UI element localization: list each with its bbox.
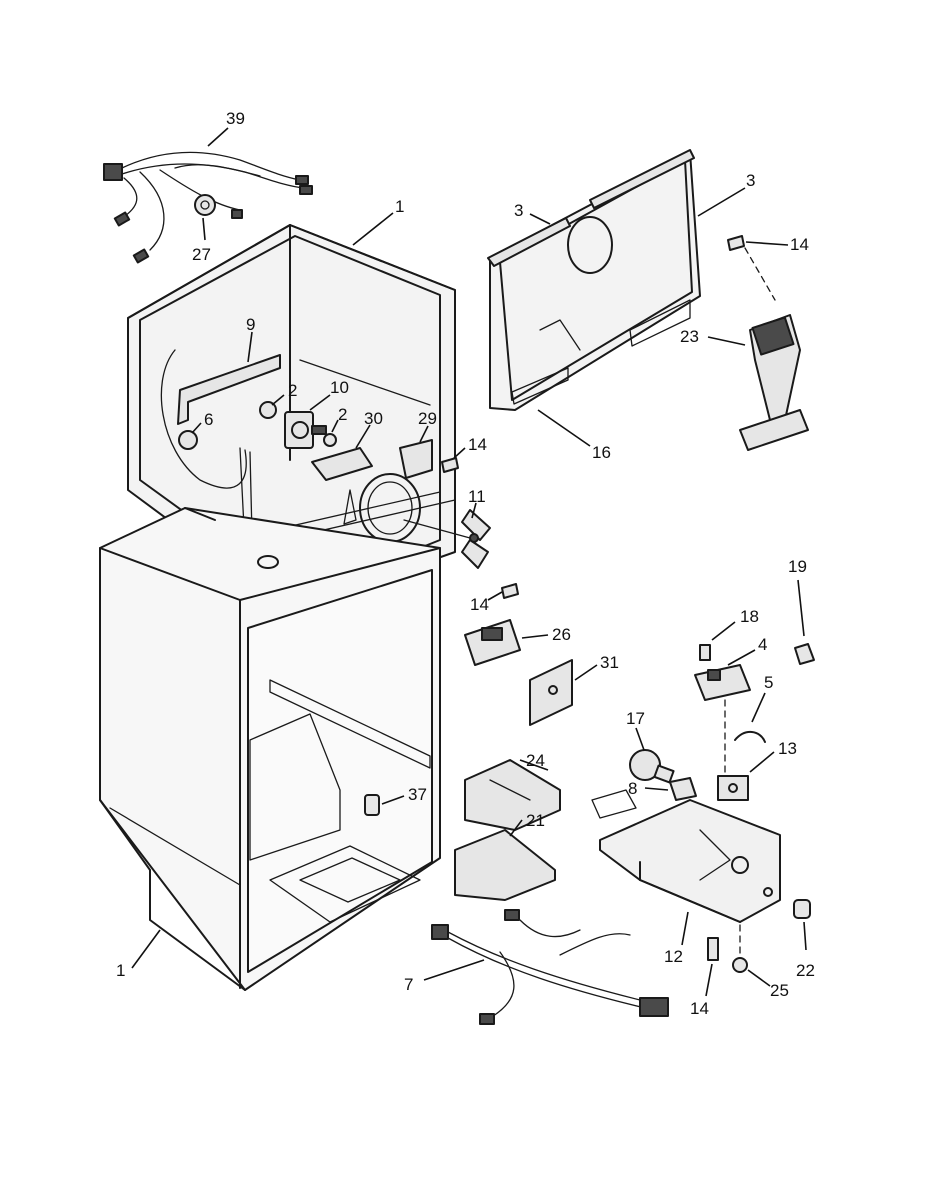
duct-part-24	[464, 759, 561, 831]
callout-labels: 39 27 1 9 2 10 6 2 30 29 14 11 14 3 3 14…	[116, 109, 815, 1018]
refrigerator-liner	[99, 507, 441, 991]
callout-24: 24	[526, 751, 545, 770]
screw-part-2a	[259, 401, 277, 419]
socket-part-8	[669, 777, 697, 801]
callout-14-a: 14	[468, 435, 487, 454]
callout-18: 18	[740, 607, 759, 626]
screw-part-2b	[323, 433, 337, 447]
callout-11: 11	[468, 487, 486, 506]
screw-part-14d	[707, 937, 719, 961]
nut-part-25	[732, 957, 748, 973]
callout-37: 37	[408, 785, 427, 804]
plate-part-31	[529, 659, 573, 726]
callout-23: 23	[680, 327, 699, 346]
wire-harness-upper	[103, 151, 313, 264]
callout-2-b: 2	[338, 405, 347, 424]
switch-part-4	[694, 664, 751, 701]
air-duct-part-23	[739, 247, 809, 451]
clip-part-19	[794, 643, 815, 665]
screw-part-14b	[501, 583, 519, 599]
callout-6: 6	[204, 410, 213, 429]
screw-part-14a	[441, 457, 459, 473]
leader-lines	[131, 127, 807, 997]
wire-harness-lower	[431, 909, 669, 1025]
callout-14-d: 14	[690, 999, 709, 1018]
callout-10: 10	[330, 378, 349, 397]
thermostat-part-13	[717, 775, 749, 801]
knob-part-6	[178, 430, 198, 450]
callout-30: 30	[364, 409, 383, 428]
callout-27: 27	[192, 245, 211, 264]
callout-26: 26	[552, 625, 571, 644]
callout-2-a: 2	[288, 381, 297, 400]
callout-19: 19	[788, 557, 807, 576]
callout-16: 16	[592, 443, 611, 462]
bracket-part-26	[464, 619, 521, 666]
light-bulb-part-17	[629, 749, 675, 784]
screw-part-18	[699, 644, 711, 661]
bracket-part-30	[311, 447, 373, 481]
callout-14-c: 14	[790, 235, 809, 254]
callout-3-a: 3	[514, 201, 523, 220]
plug-part-37	[364, 794, 380, 816]
bracket-part-29	[399, 439, 433, 479]
gasket-part-3a	[487, 217, 571, 267]
callout-7: 7	[404, 975, 413, 994]
callout-25: 25	[770, 981, 789, 1000]
callout-12: 12	[664, 947, 683, 966]
fan-blade-part-11	[403, 509, 491, 569]
callout-29: 29	[418, 409, 437, 428]
clip-part-5	[734, 731, 766, 743]
callout-5: 5	[764, 673, 773, 692]
callout-13: 13	[778, 739, 797, 758]
control-part-10	[284, 411, 327, 449]
callout-1-cabinet: 1	[116, 961, 125, 980]
callout-31: 31	[600, 653, 619, 672]
callout-9: 9	[246, 315, 255, 334]
callout-17: 17	[626, 709, 645, 728]
knob-part-22	[793, 899, 811, 919]
gasket-part-3b	[589, 149, 695, 209]
callout-1-freezer: 1	[395, 197, 404, 216]
screw-part-14c	[727, 235, 745, 251]
callout-21: 21	[526, 811, 545, 830]
callout-3-b: 3	[746, 171, 755, 190]
callout-4: 4	[758, 635, 767, 654]
callout-39: 39	[226, 109, 245, 128]
callout-14-b: 14	[470, 595, 489, 614]
callout-22: 22	[796, 961, 815, 980]
control-housing-part-12	[591, 699, 781, 961]
callout-8: 8	[628, 779, 637, 798]
evaporator-cover-panel	[489, 151, 701, 411]
mounting-bracket	[177, 354, 281, 425]
duct-part-21	[454, 829, 556, 901]
